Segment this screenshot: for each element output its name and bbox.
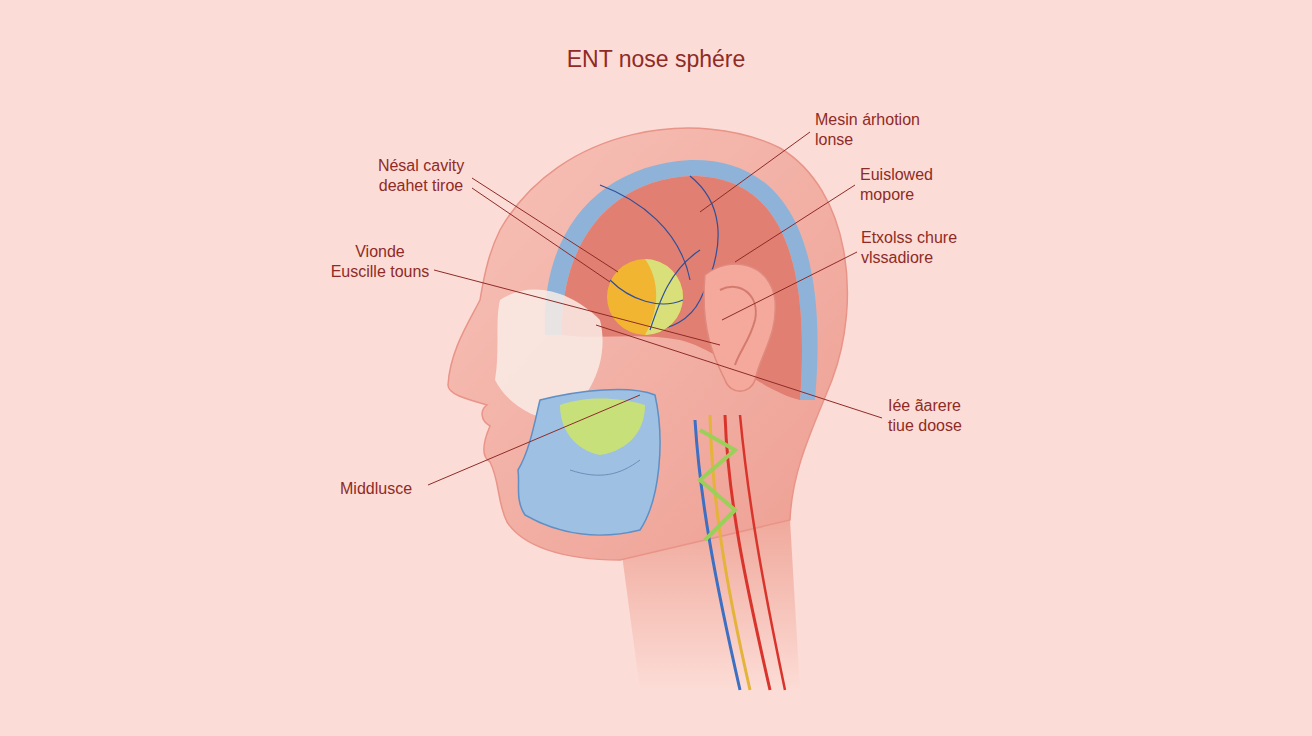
jaw-line (570, 460, 640, 475)
leader-line (596, 325, 882, 418)
part-label: Euislowed mopore (860, 165, 960, 205)
sinus-sphere (607, 259, 683, 335)
artery (725, 415, 770, 690)
leader-line (735, 185, 855, 262)
vein (695, 420, 740, 690)
leader-line (428, 395, 640, 485)
teeth-region (560, 399, 645, 455)
artery (740, 415, 785, 690)
part-label: Vionde Euscille touns (328, 242, 432, 282)
leader-lines (428, 132, 882, 485)
leader-line (472, 188, 610, 282)
part-label: Iée ãarere tiue doose (888, 396, 982, 436)
nerve-line (610, 280, 683, 304)
leader-line (434, 270, 720, 345)
leader-line (700, 132, 810, 212)
part-label: Mesin árhotion lonse (815, 110, 939, 150)
head-outline (448, 128, 847, 560)
leader-line (722, 252, 857, 320)
leader-line (472, 178, 618, 272)
jaw (518, 390, 660, 535)
ear-fold (720, 287, 756, 365)
trachea (700, 430, 735, 540)
nerve-line (650, 250, 700, 330)
part-label: Nésal cavity deahet tiroe (370, 156, 472, 196)
diagram-title: ENT nose sphére (0, 46, 1312, 73)
part-label: Middlusce (340, 479, 426, 499)
part-label: Etxolss chure vlssadiore (861, 228, 981, 268)
